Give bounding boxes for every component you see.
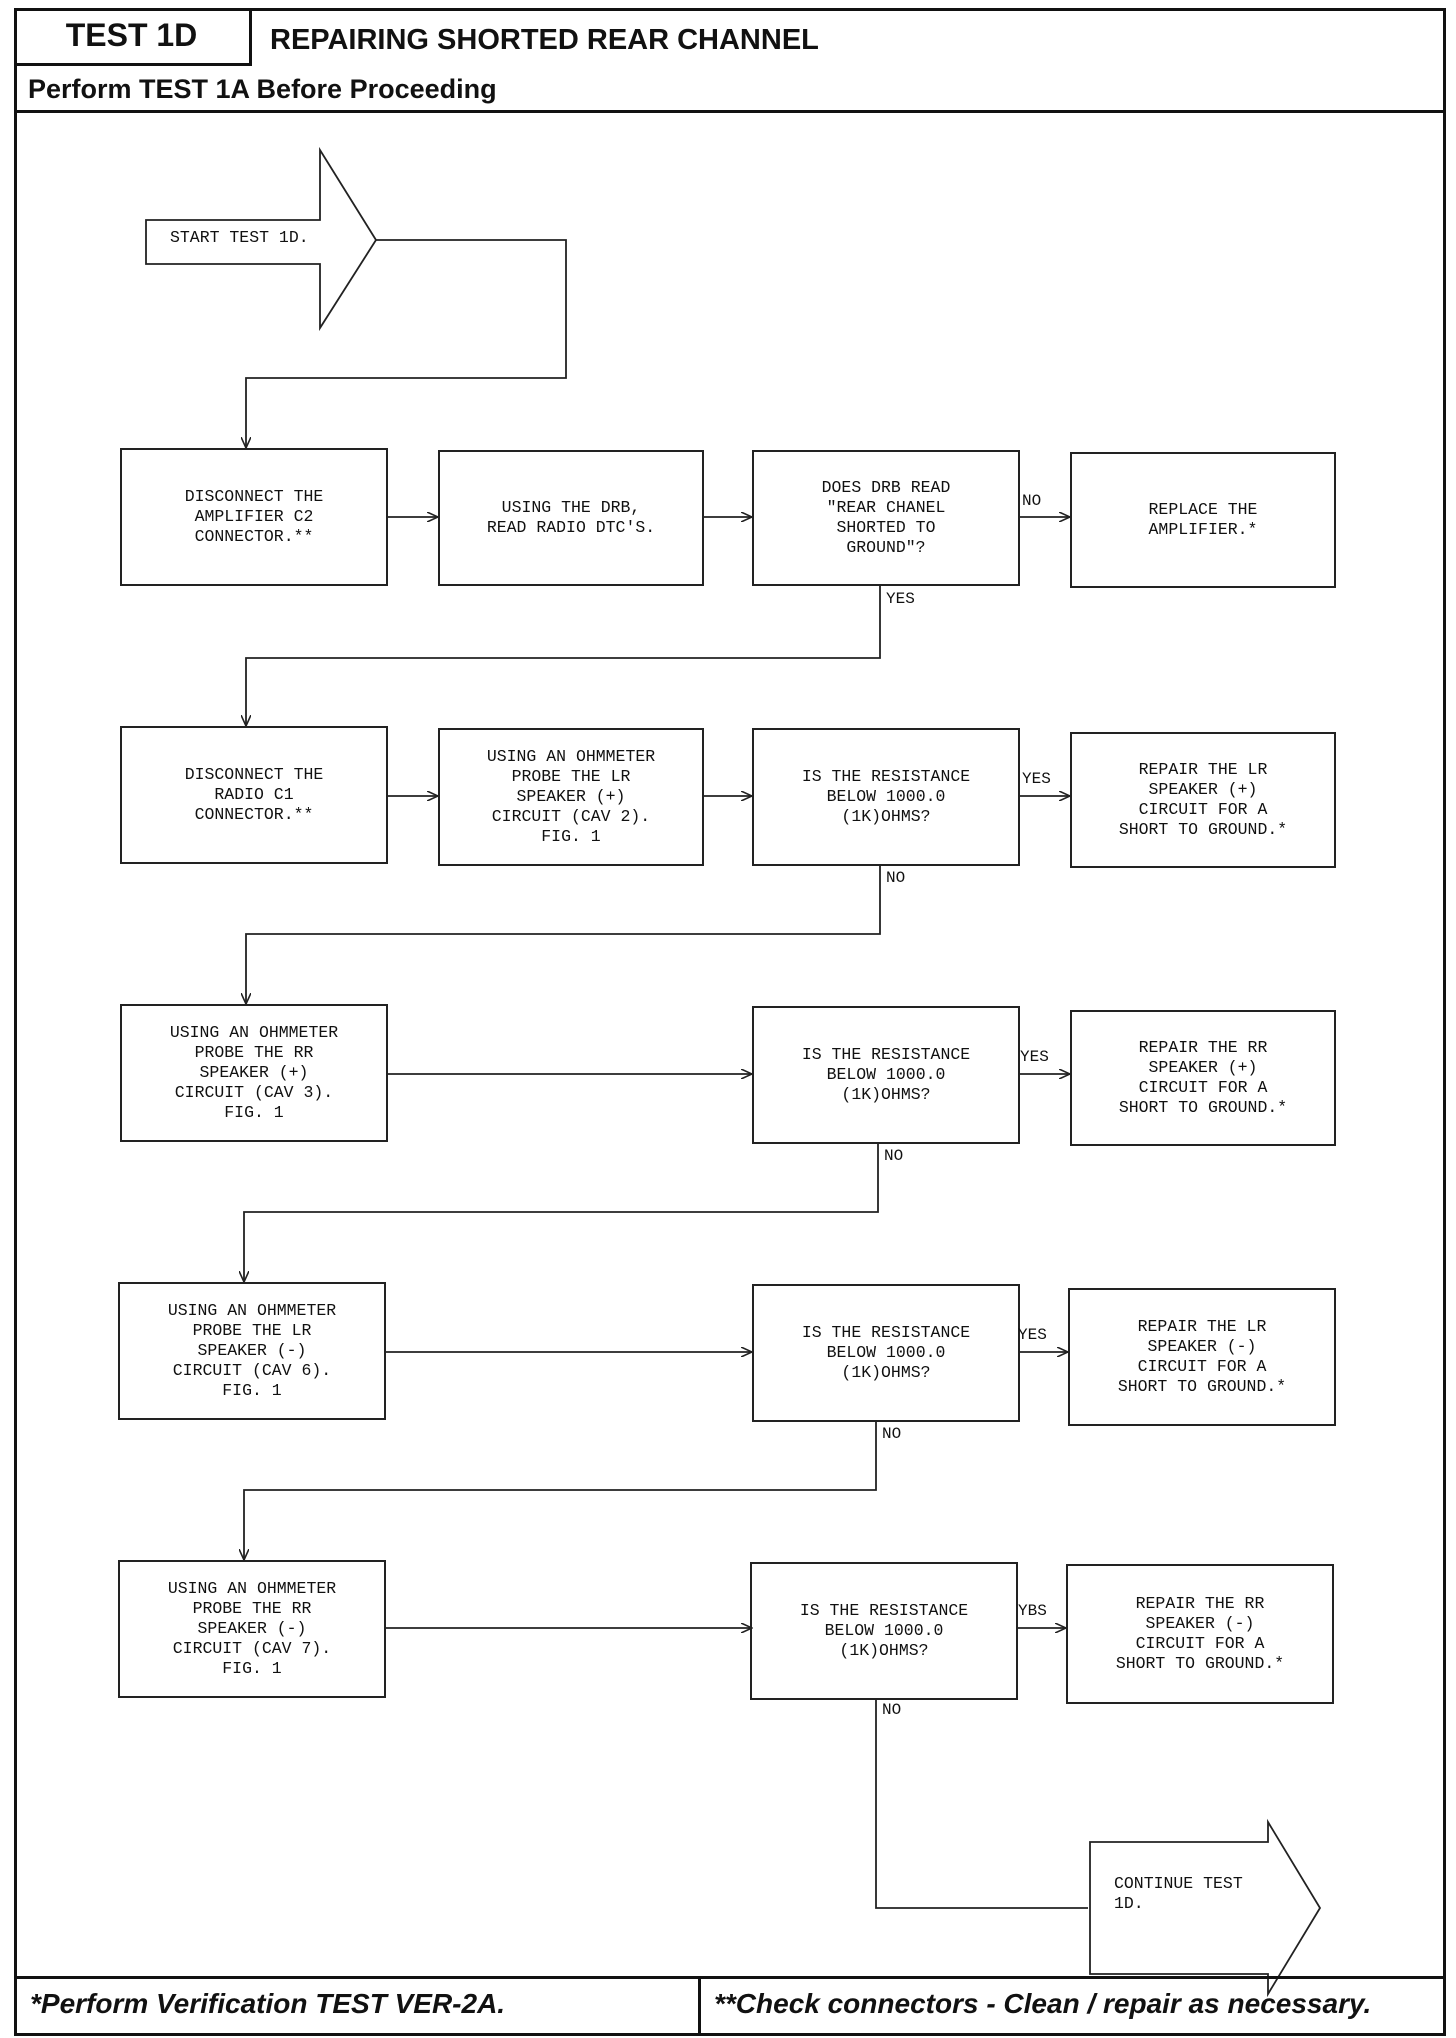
result-repair-lr-minus: REPAIR THE LR SPEAKER (-) CIRCUIT FOR A … [1068, 1288, 1336, 1426]
header-divider [14, 110, 1446, 113]
start-label: START TEST 1D. [170, 228, 309, 247]
connector-r1-yes [246, 586, 881, 726]
end-label: CONTINUE TEST 1D. [1114, 1874, 1243, 1913]
connector-start-row1 [246, 239, 567, 448]
decision-resistance-lr-minus: IS THE RESISTANCE BELOW 1000.0 (1K)OHMS? [752, 1284, 1020, 1422]
step-probe-lr-plus: USING AN OHMMETER PROBE THE LR SPEAKER (… [438, 728, 704, 866]
decision-rear-channel-shorted: DOES DRB READ "REAR CHANEL SHORTED TO GR… [752, 450, 1020, 586]
decision-resistance-rr-minus: IS THE RESISTANCE BELOW 1000.0 (1K)OHMS? [750, 1562, 1018, 1700]
test-id-label: TEST 1D [14, 8, 252, 66]
label-no: NO [884, 1147, 904, 1165]
connector-r5-no [875, 1698, 1088, 1909]
footer-column-divider [698, 1976, 701, 2036]
result-replace-amplifier: REPLACE THE AMPLIFIER.* [1070, 452, 1336, 588]
label-yes: YBS [1018, 1602, 1047, 1620]
result-repair-rr-minus: REPAIR THE RR SPEAKER (-) CIRCUIT FOR A … [1066, 1564, 1334, 1704]
step-read-radio-dtcs: USING THE DRB, READ RADIO DTC'S. [438, 450, 704, 586]
result-repair-rr-plus: REPAIR THE RR SPEAKER (+) CIRCUIT FOR A … [1070, 1010, 1336, 1146]
label-no: NO [1022, 492, 1042, 510]
connector-r4-no [244, 1422, 877, 1560]
page-frame [14, 8, 1446, 2036]
label-yes: YES [1020, 1048, 1049, 1066]
footer-divider [14, 1976, 1446, 1979]
label-no: NO [886, 869, 906, 887]
step-disconnect-radio-c1: DISCONNECT THE RADIO C1 CONNECTOR.** [120, 726, 388, 864]
step-disconnect-amplifier: DISCONNECT THE AMPLIFIER C2 CONNECTOR.** [120, 448, 388, 586]
page-title: REPAIRING SHORTED REAR CHANNEL [270, 24, 819, 56]
label-yes: YES [886, 590, 915, 608]
decision-resistance-rr-plus: IS THE RESISTANCE BELOW 1000.0 (1K)OHMS? [752, 1006, 1020, 1144]
prerequisite-note: Perform TEST 1A Before Proceeding [28, 74, 497, 104]
step-probe-rr-minus: USING AN OHMMETER PROBE THE RR SPEAKER (… [118, 1560, 386, 1698]
footer-connector-note: **Check connectors - Clean / repair as n… [714, 1988, 1372, 2019]
decision-resistance-lr-plus: IS THE RESISTANCE BELOW 1000.0 (1K)OHMS? [752, 728, 1020, 866]
label-no: NO [882, 1425, 902, 1443]
label-yes: YES [1022, 770, 1051, 788]
start-arrow-shape [145, 146, 378, 332]
result-repair-lr-plus: REPAIR THE LR SPEAKER (+) CIRCUIT FOR A … [1070, 732, 1336, 868]
step-probe-rr-plus: USING AN OHMMETER PROBE THE RR SPEAKER (… [120, 1004, 388, 1142]
footer-verification-note: *Perform Verification TEST VER-2A. [30, 1988, 506, 2019]
connector-r2-no [246, 866, 881, 1004]
step-probe-lr-minus: USING AN OHMMETER PROBE THE LR SPEAKER (… [118, 1282, 386, 1420]
end-arrow-shape [1089, 1818, 1322, 1998]
label-no: NO [882, 1701, 902, 1719]
connector-r3-no [244, 1144, 879, 1282]
label-yes: YES [1018, 1326, 1047, 1344]
